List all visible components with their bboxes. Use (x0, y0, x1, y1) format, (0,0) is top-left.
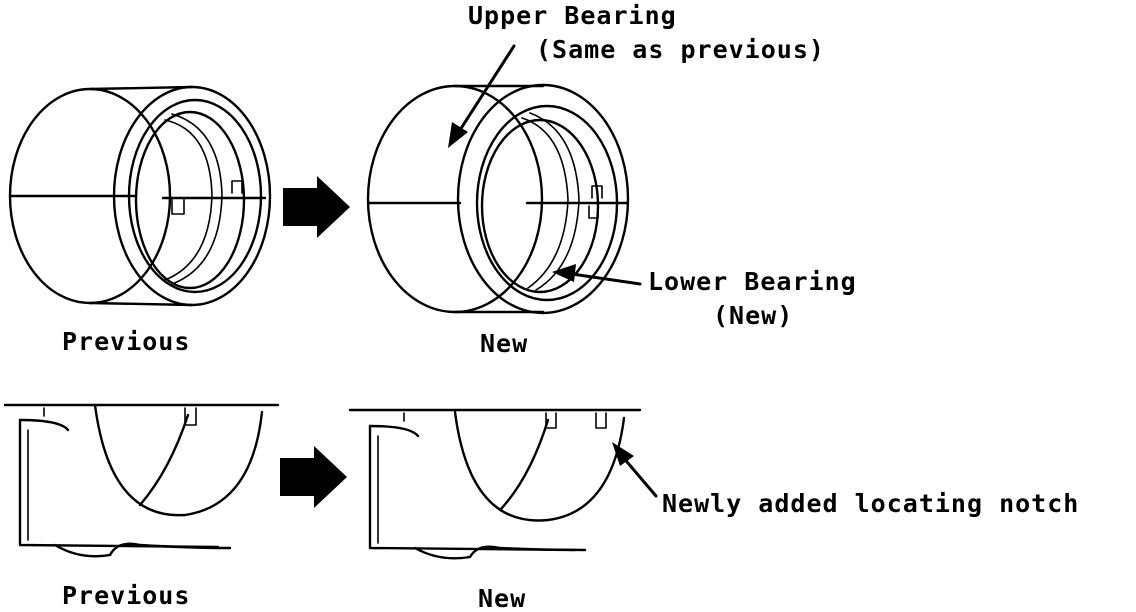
lower-bearing-label: Lower Bearing (648, 267, 857, 296)
previous-bottom-caption: Previous (62, 581, 190, 610)
new-lower-shell (348, 408, 642, 560)
previous-bearing-assembly (8, 85, 272, 307)
upper-bearing-label: Upper Bearing (468, 1, 677, 30)
upper-bearing-note: (Same as previous) (536, 35, 825, 64)
locating-notch-callout: Newly added locating notch (612, 442, 1079, 518)
locating-notch-label: Newly added locating notch (662, 489, 1079, 518)
previous-lower-shell (3, 403, 280, 558)
lower-bearing-callout: Lower Bearing (New) (552, 264, 857, 330)
previous-top-caption: Previous (62, 327, 190, 356)
new-top-caption: New (480, 329, 528, 358)
arrow-right-icon (280, 446, 347, 508)
lower-bearing-note: (New) (713, 301, 793, 330)
upper-bearing-callout: Upper Bearing (Same as previous) (448, 1, 825, 148)
new-bearing-assembly (366, 83, 630, 315)
arrow-right-icon (283, 176, 350, 238)
new-bottom-caption: New (478, 584, 526, 612)
